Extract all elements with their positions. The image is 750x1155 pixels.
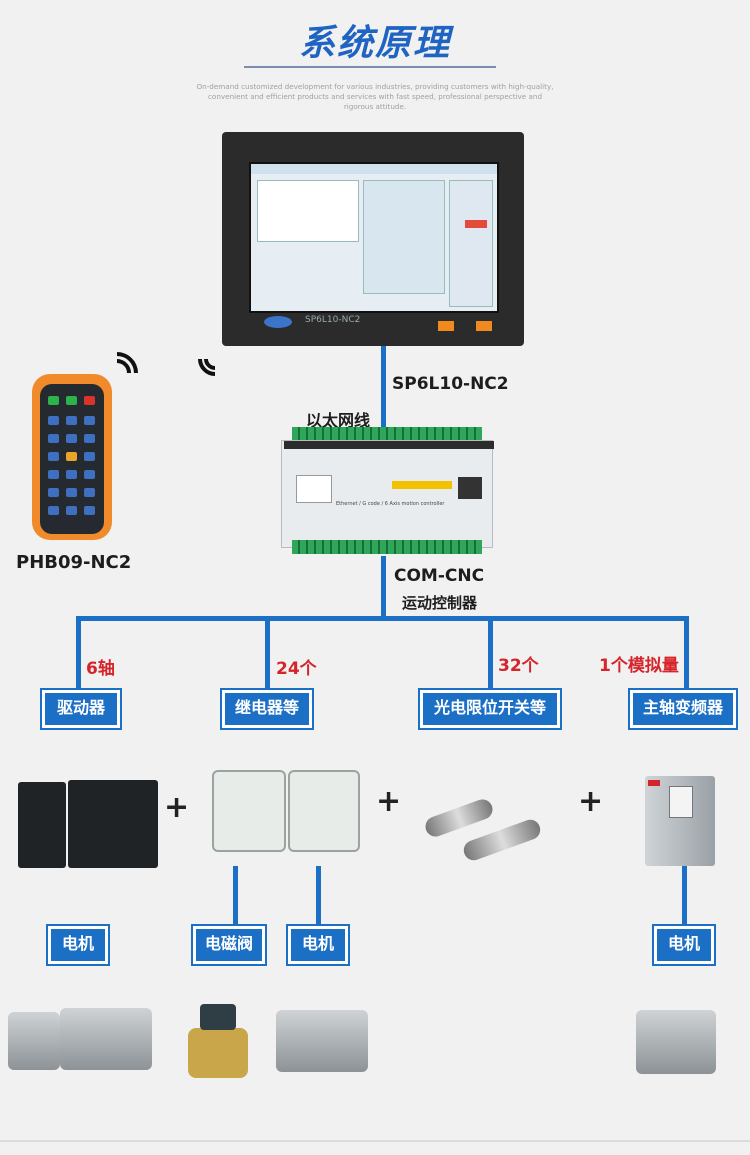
branch-box-relay: 继电器等 xyxy=(220,688,314,730)
ethernet-link-line xyxy=(381,346,386,436)
branch-box-driver: 驱动器 xyxy=(40,688,122,730)
photoelectric-sensor-2 xyxy=(460,816,544,864)
solenoid-valve xyxy=(188,1004,248,1078)
branch-line-1 xyxy=(76,616,81,690)
branch-count: 24个 xyxy=(276,659,317,679)
subtitle: On-demand customized development for var… xyxy=(196,82,554,111)
bus-line xyxy=(76,616,689,621)
monitor-button-1 xyxy=(438,321,454,331)
branch-count: 1个模拟量 xyxy=(599,656,679,676)
branch-count: 32个 xyxy=(498,656,539,676)
handheld-label: PHB09-NC2 xyxy=(16,552,132,573)
branch-line-2 xyxy=(265,616,270,690)
servo-motor xyxy=(276,1010,368,1072)
brand-logo xyxy=(264,316,292,328)
output-box-motor: 电机 xyxy=(46,924,110,966)
output-line xyxy=(233,866,238,928)
servo-driver-1 xyxy=(18,782,66,868)
page-title: 系统原理 xyxy=(298,23,451,64)
plus-sign: + xyxy=(164,790,190,825)
bottom-divider xyxy=(0,1140,750,1142)
controller-faceplate-text: Ethernet / G code / 6 Axis motion contro… xyxy=(336,501,445,507)
controller-model-label: COM-CNC xyxy=(394,566,485,586)
servo-motor xyxy=(8,1012,60,1070)
output-box-valve: 电磁阀 xyxy=(191,924,267,966)
controller-name-label: 运动控制器 xyxy=(402,594,478,612)
servo-driver-2 xyxy=(68,780,158,868)
ethernet-label: 以太网线 xyxy=(306,411,371,430)
relay-1 xyxy=(212,770,286,852)
spindle-inverter xyxy=(645,776,715,866)
output-box-motor: 电机 xyxy=(652,924,716,966)
relay-2 xyxy=(288,770,360,852)
monitor-bezel-text: SP6L10-NC2 xyxy=(305,315,361,325)
controller-terminal-bottom xyxy=(292,540,482,554)
branch-line-4 xyxy=(684,616,689,690)
servo-motor xyxy=(60,1008,152,1070)
monitor-button-2 xyxy=(476,321,492,331)
output-line xyxy=(682,866,687,928)
branch-count: 6轴 xyxy=(86,659,115,679)
output-line xyxy=(316,866,321,928)
servo-motor xyxy=(636,1010,716,1074)
handheld-keypad xyxy=(40,384,104,534)
branch-line-3 xyxy=(488,616,493,690)
plus-sign: + xyxy=(578,784,604,819)
branch-box-switch: 光电限位开关等 xyxy=(418,688,562,730)
title-underline xyxy=(244,66,496,68)
photoelectric-sensor-1 xyxy=(422,796,496,840)
branch-box-vfd: 主轴变频器 xyxy=(628,688,738,730)
output-box-motor: 电机 xyxy=(286,924,350,966)
hmi-screen xyxy=(249,162,499,313)
motion-controller xyxy=(281,440,494,548)
monitor-model-label: SP6L10-NC2 xyxy=(392,374,509,394)
plus-sign: + xyxy=(376,784,402,819)
controller-terminal-top xyxy=(292,427,482,441)
controller-output-line xyxy=(381,556,386,618)
